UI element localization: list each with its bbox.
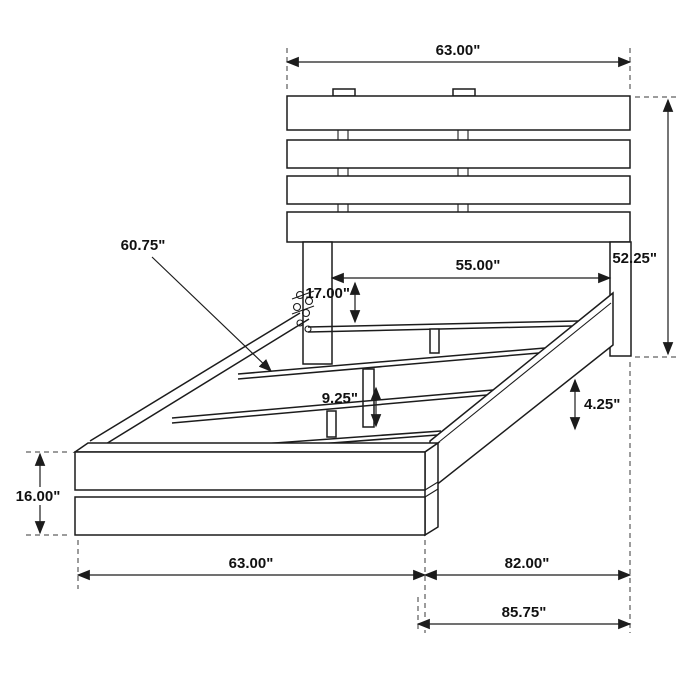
dim-overall-length: 85.75": [416, 597, 632, 633]
dim-label-rail-floor-clearance: 4.25": [584, 396, 620, 413]
dim-rail-floor-clearance: 4.25": [569, 378, 620, 431]
dim-label-footboard-width: 63.00": [229, 555, 274, 572]
headboard-post-tab: [332, 88, 356, 97]
dim-label-slat-length: 60.75": [121, 237, 166, 254]
dim-support-height: 9.25": [322, 386, 382, 428]
dim-top-width: 63.00": [285, 42, 632, 93]
dim-label-support-height: 9.25": [322, 390, 358, 407]
footboard-top-face: [72, 442, 441, 453]
dim-headboard-height: 52.25": [612, 96, 680, 358]
support-foot: [362, 368, 375, 428]
dim-frame-length: 82.00": [423, 362, 632, 633]
side-rail-left-line: [100, 318, 310, 448]
dim-label-top-width: 63.00": [436, 42, 481, 59]
headboard-slat: [286, 139, 631, 169]
support-foot: [429, 328, 440, 354]
headboard-post-tab: [452, 88, 476, 97]
dim-label-footboard-height: 16.00": [16, 488, 61, 505]
leader-arrow: [151, 256, 272, 372]
dim-label-headboard-height: 52.25": [612, 250, 657, 267]
dim-slat-length: 60.75": [121, 237, 272, 372]
mounting-bracket-detail: [291, 290, 315, 333]
dim-label-overall-length: 85.75": [502, 604, 547, 621]
footboard: [72, 441, 441, 537]
dim-label-headboard-clearance: 17.00": [305, 285, 350, 302]
support-slat: [307, 320, 579, 354]
headboard: [286, 88, 632, 365]
headboard-slat: [286, 95, 631, 131]
headboard-slat: [286, 175, 631, 205]
side-rail-left-line: [89, 312, 301, 442]
footboard-slat: [74, 451, 426, 491]
dim-headboard-clearance: 17.00": [305, 281, 361, 324]
dim-label-frame-length: 82.00": [505, 555, 550, 572]
headboard-slat: [286, 211, 631, 243]
dim-footboard-width: 63.00": [76, 540, 427, 633]
side-rail-edge-line: [433, 302, 612, 447]
slat-support-assembly: [89, 290, 579, 459]
support-foot: [326, 410, 337, 438]
dim-inner-width: 55.00": [330, 257, 612, 284]
headboard-leg-left: [302, 241, 333, 365]
dim-footboard-height: 16.00": [10, 451, 70, 536]
headboard-post-ticks: [337, 130, 469, 212]
support-slat: [171, 389, 494, 438]
footboard-slat: [74, 496, 426, 536]
dim-label-inner-width: 55.00": [456, 257, 501, 274]
